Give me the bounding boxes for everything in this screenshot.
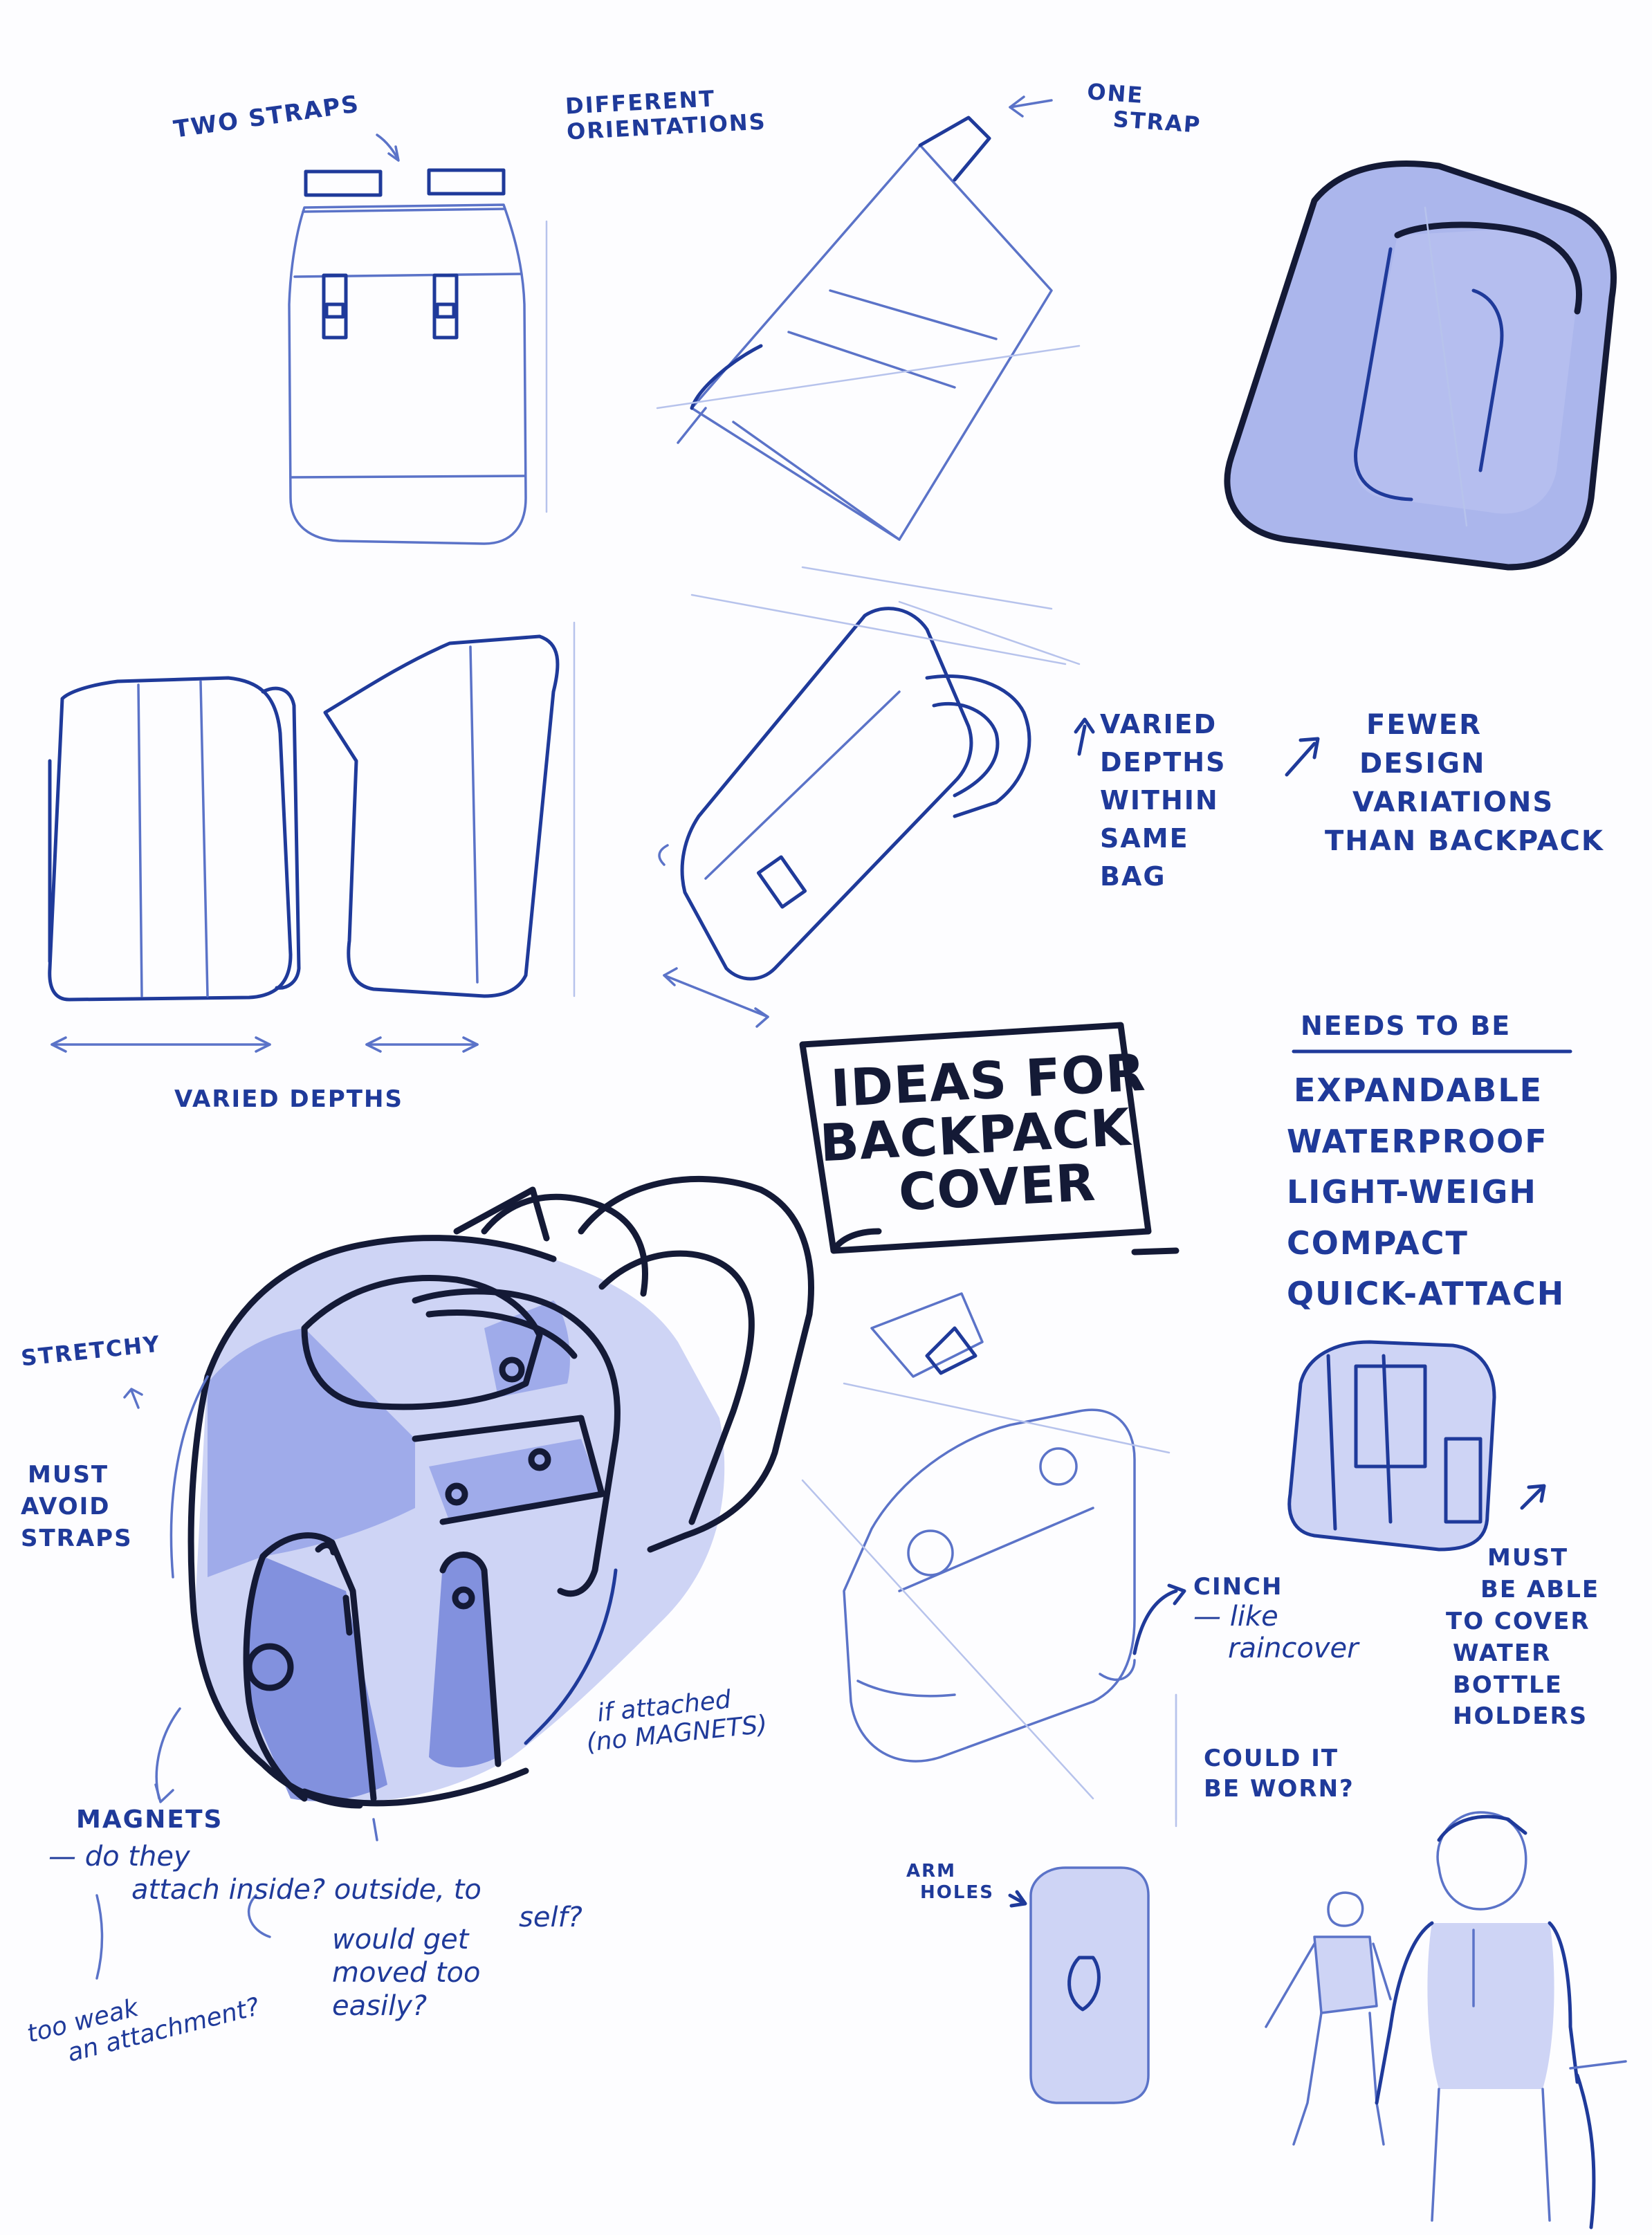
water-bottle-cover-sketch [1287, 1340, 1546, 1552]
needs-list: EXPANDABLE WATERPROOF LIGHT-WEIGH COMPAC… [1287, 1065, 1565, 1320]
magnets-notes: — do they attach inside? outside, to sel… [48, 1840, 582, 1934]
could-it-line: BE WORN? [1204, 1775, 1355, 1803]
arm-holes-line: ARM [906, 1861, 957, 1882]
annotation-lines [95, 1388, 378, 1980]
magnets-note-line: attach inside? outside, to [131, 1874, 481, 1906]
sling-depth-sketch [658, 594, 1081, 1028]
fewer-design-line: VARIATIONS [1352, 787, 1554, 818]
varied-depth-side-views [48, 621, 576, 1053]
could-it-be-worn-label: COULD IT BE WORN? [1204, 1743, 1355, 1804]
two-strap-backpack-sketch [288, 134, 548, 545]
must-avoid-line: AVOID [21, 1492, 111, 1520]
different-orientations-label: DIFFERENT ORIENTATIONS [565, 83, 767, 145]
one-strap-bag-sketch [656, 95, 1081, 610]
needs-heading: NEEDS TO BE [1301, 1011, 1512, 1041]
fewer-design-line: FEWER [1366, 709, 1482, 741]
title-box: IDEAS FOR BACKPACK COVER [816, 1043, 1153, 1225]
needs-item: QUICK-ATTACH [1287, 1275, 1566, 1313]
must-cover-line: HOLDERS [1453, 1702, 1588, 1731]
would-get-moved-line: moved too [332, 1957, 481, 1989]
must-cover-line: MUST [1487, 1544, 1569, 1572]
must-cover-label: MUST BE ABLE TO COVER WATER BOTTLE HOLDE… [1446, 1543, 1599, 1733]
varied-depths-within-label: VARIED DEPTHS WITHIN SAME BAG [1100, 706, 1226, 896]
wearing-figures-sketch [1265, 1811, 1627, 2229]
fewer-design-label: FEWER DESIGN VARIATIONS THAN BACKPACK [1325, 706, 1604, 861]
cinch-line: — like [1193, 1601, 1278, 1633]
must-cover-line: TO COVER [1446, 1607, 1590, 1635]
fewer-design-line: DESIGN [1359, 748, 1486, 780]
cinch-label: CINCH — like raincover [1193, 1573, 1359, 1665]
sling-bag-render [1224, 160, 1617, 571]
must-avoid-line: MUST [28, 1461, 109, 1489]
title-box-frame [799, 1022, 1180, 1256]
must-cover-line: WATER [1453, 1639, 1552, 1667]
backpack-cover-render [169, 1175, 814, 1809]
varied-depths-within-line: DEPTHS [1100, 747, 1227, 778]
cinch-cover-sketch [801, 1292, 1186, 1821]
one-strap-label: ONE STRAP [1085, 78, 1204, 138]
fewer-design-line: THAN BACKPACK [1325, 825, 1604, 857]
would-get-moved-label: would get moved too easily? [332, 1923, 480, 2023]
needs-item: WATERPROOF [1287, 1122, 1548, 1160]
needs-item: COMPACT [1287, 1224, 1469, 1262]
varied-depths-label: VARIED DEPTHS [174, 1085, 403, 1113]
needs-item: LIGHT-WEIGH [1287, 1173, 1537, 1211]
arm-holes-label: ARM HOLES [906, 1861, 994, 1904]
could-it-line: COULD IT [1204, 1745, 1339, 1772]
varied-depths-within-line: WITHIN [1100, 785, 1219, 816]
note-arrows [1074, 717, 1320, 777]
must-cover-line: BOTTLE [1453, 1671, 1563, 1699]
magnets-note-line: — do they [48, 1841, 190, 1873]
must-avoid-line: STRAPS [21, 1524, 133, 1552]
must-cover-line: BE ABLE [1480, 1575, 1600, 1603]
must-avoid-straps-label: MUST AVOID STRAPS [21, 1460, 133, 1555]
varied-depths-within-line: SAME [1100, 823, 1189, 854]
magnets-note-line: self? [519, 1902, 582, 1933]
varied-depths-within-line: VARIED [1100, 709, 1218, 739]
cinch-line: raincover [1228, 1632, 1359, 1665]
needs-item: EXPANDABLE [1294, 1071, 1543, 1109]
arm-holes-line: HOLES [920, 1882, 994, 1904]
varied-depths-within-line: BAG [1100, 861, 1166, 892]
would-get-moved-line: easily? [332, 1990, 428, 2022]
cinch-line: CINCH [1193, 1573, 1283, 1601]
arm-holes-cover-sketch [1008, 1866, 1150, 2104]
magnets-label: MAGNETS [76, 1805, 223, 1834]
would-get-moved-line: would get [332, 1924, 469, 1956]
